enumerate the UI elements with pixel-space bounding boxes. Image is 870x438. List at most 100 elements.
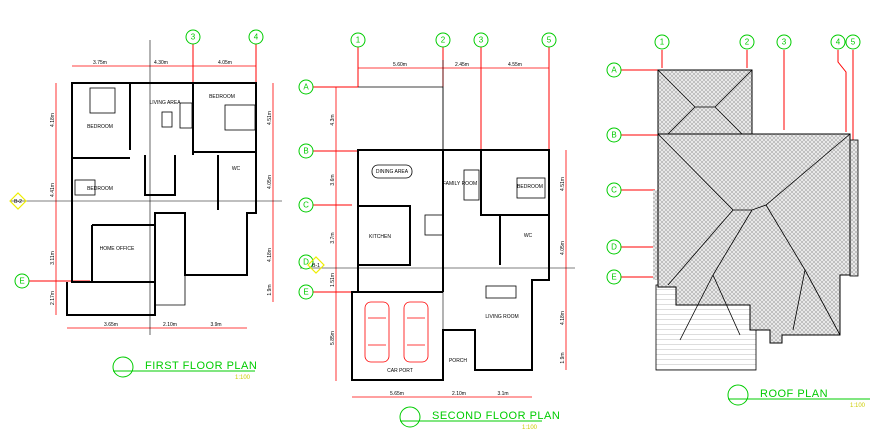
dimension-label: 1.51m bbox=[330, 273, 336, 287]
grid-bubble: 1 bbox=[350, 32, 366, 48]
grid-bubble-label: D bbox=[303, 258, 309, 267]
grid-bubble-label: 2 bbox=[745, 38, 750, 47]
drawing-scale: 1:100 bbox=[522, 425, 538, 431]
grid-bubble-label: C bbox=[303, 201, 309, 210]
room-label: WC bbox=[524, 233, 533, 239]
grid-bubble: D bbox=[298, 254, 314, 270]
dimension-label: 2.10m bbox=[163, 322, 177, 328]
dimension-label: 2.17m bbox=[50, 291, 56, 305]
grid-bubble-label: 4 bbox=[836, 38, 841, 47]
room-label: BEDROOM bbox=[87, 186, 113, 192]
room-label: LIVING ROOM bbox=[485, 314, 518, 320]
section-marker-label: B-1 bbox=[312, 263, 320, 269]
room-label: HOME OFFICE bbox=[100, 246, 135, 252]
grid-bubble-label: B bbox=[303, 147, 308, 156]
dimension-label: 3.6m bbox=[330, 174, 336, 185]
dimension-label: 2.10m bbox=[452, 391, 466, 397]
grid-bubble: 5 bbox=[845, 34, 861, 50]
room-label: PORCH bbox=[449, 358, 467, 364]
first-floor-plan bbox=[10, 40, 282, 335]
grid-bubble-label: 3 bbox=[479, 36, 484, 45]
dimension-label: 1.9m bbox=[267, 284, 273, 295]
dimension-label: 4.3m bbox=[330, 114, 336, 125]
dimension-label: 4.51m bbox=[267, 111, 273, 125]
dimension-label: 3.7m bbox=[330, 232, 336, 243]
grid-bubble: 3 bbox=[473, 32, 489, 48]
grid-bubble-label: E bbox=[303, 288, 308, 297]
grid-bubble: C bbox=[298, 197, 314, 213]
grid-bubble-label: A bbox=[611, 66, 617, 75]
drawing-title: SECOND FLOOR PLAN bbox=[432, 410, 560, 422]
dimension-label: 3.75m bbox=[93, 60, 107, 66]
grid-bubble-label: A bbox=[303, 83, 309, 92]
grid-bubble-label: D bbox=[611, 243, 617, 252]
grid-bubble: 1 bbox=[654, 34, 670, 50]
grid-bubble: 3 bbox=[185, 29, 201, 45]
grid-bubble: 4 bbox=[830, 34, 846, 50]
grid-bubble-label: C bbox=[611, 186, 617, 195]
dimension-label: 4.18m bbox=[267, 248, 273, 262]
first-floor-title: FIRST FLOOR PLAN 1:100 bbox=[112, 356, 257, 381]
grid-bubble-label: 5 bbox=[851, 38, 856, 47]
grid-bubble: 3 bbox=[776, 34, 792, 50]
dimension-label: 4.30m bbox=[154, 60, 168, 66]
dimension-label: 4.18m bbox=[50, 113, 56, 127]
grid-bubble: 4 bbox=[248, 29, 264, 45]
section-marker: B-1 bbox=[307, 256, 325, 274]
grid-bubble: C bbox=[606, 182, 622, 198]
dimension-label: 4.41m bbox=[50, 183, 56, 197]
room-label: KITCHEN bbox=[369, 234, 391, 240]
grid-bubble: E bbox=[14, 273, 30, 289]
dimension-label: 4.51m bbox=[560, 177, 566, 191]
dimension-label: 3.11m bbox=[50, 251, 56, 265]
room-label: DINING AREA bbox=[376, 169, 409, 175]
section-marker-label: B-2 bbox=[14, 199, 22, 205]
grid-bubble-label: 1 bbox=[356, 36, 361, 45]
dimension-label: 5.60m bbox=[393, 62, 407, 68]
grid-bubble-label: 5 bbox=[547, 36, 552, 45]
grid-bubble: A bbox=[298, 79, 314, 95]
grid-bubble-label: 4 bbox=[254, 33, 259, 42]
room-label: LIVING AREA bbox=[149, 100, 181, 106]
drawing-scale: 1:100 bbox=[850, 403, 866, 409]
dimension-label: 2.45m bbox=[455, 62, 469, 68]
room-label: FAMILY ROOM bbox=[443, 181, 477, 187]
grid-bubble: 2 bbox=[739, 34, 755, 50]
drawing-scale: 1:100 bbox=[235, 375, 251, 381]
dimension-label: 4.05m bbox=[267, 175, 273, 189]
room-label: CAR PORT bbox=[387, 368, 413, 374]
grid-bubble: B bbox=[606, 127, 622, 143]
dimension-label: 1.9m bbox=[560, 352, 566, 363]
grid-bubble: 2 bbox=[435, 32, 451, 48]
grid-bubble-label: 1 bbox=[660, 38, 665, 47]
room-label: BEDROOM bbox=[87, 124, 113, 130]
dimension-label: 3.65m bbox=[104, 322, 118, 328]
dimension-label: 4.05m bbox=[218, 60, 232, 66]
room-label: WC bbox=[232, 166, 241, 172]
dimension-label: 5.85m bbox=[330, 331, 336, 345]
grid-bubble-label: E bbox=[19, 277, 24, 286]
grid-bubble-label: 2 bbox=[441, 36, 446, 45]
grid-bubble: E bbox=[606, 269, 622, 285]
room-label: BEDROOM bbox=[209, 94, 235, 100]
grid-bubble-label: 3 bbox=[782, 38, 787, 47]
grid-bubble: D bbox=[606, 239, 622, 255]
dimension-label: 4.55m bbox=[508, 62, 522, 68]
grid-bubble-label: B bbox=[611, 131, 616, 140]
dimension-label: 4.05m bbox=[560, 241, 566, 255]
drawing-title: FIRST FLOOR PLAN bbox=[145, 360, 257, 372]
dimension-label: 3.1m bbox=[497, 391, 508, 397]
grid-bubble: E bbox=[298, 284, 314, 300]
grid-bubble: 5 bbox=[541, 32, 557, 48]
second-floor-plan bbox=[300, 47, 575, 398]
second-floor-title: SECOND FLOOR PLAN 1:100 bbox=[399, 406, 560, 431]
dimension-label: 3.9m bbox=[210, 322, 221, 328]
dimension-label: 4.18m bbox=[560, 311, 566, 325]
car-left bbox=[364, 301, 390, 363]
room-label: BEDROOM bbox=[517, 184, 543, 190]
roof-plan bbox=[620, 50, 859, 371]
car-right bbox=[403, 301, 429, 363]
grid-bubble: A bbox=[606, 62, 622, 78]
